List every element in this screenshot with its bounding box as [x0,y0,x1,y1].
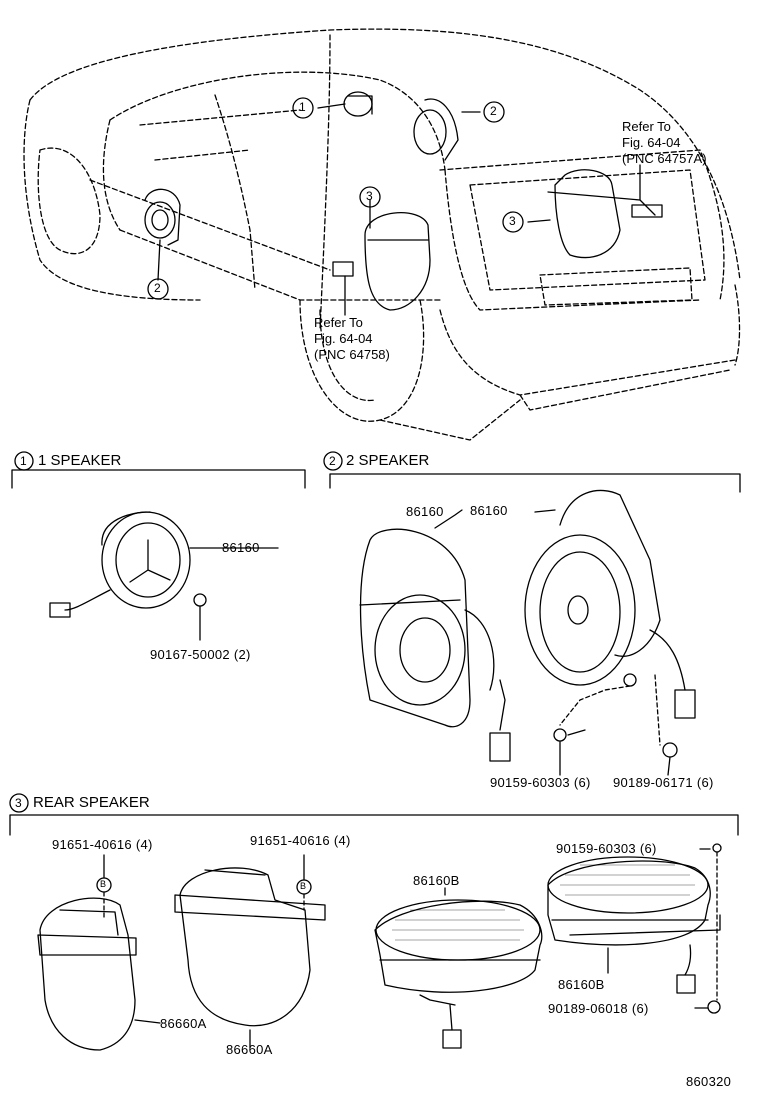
ref-top-line1: Refer To [622,119,671,134]
part-90159-60303-b: 90159-60303 (6) [556,841,657,856]
part-90167-50002: 90167-50002 (2) [150,647,251,662]
rear-speaker-left2-drawing [134,854,326,1049]
ref-top-line3: (PNC 64757A) [622,151,707,166]
ref-mid-line3: (PNC 64758) [314,347,390,362]
part-90189-06171: 90189-06171 (6) [613,775,714,790]
part-91651-40616-left: 91651-40616 (4) [52,837,153,852]
diagram-code: 860320 [686,1074,732,1089]
rear-speaker-86160B-left-drawing [374,887,543,1049]
overview-speaker-c-pillar [413,98,459,161]
overview-bracket-mid [332,261,354,277]
overview-rear-speaker-right [547,169,663,259]
part-86160-speaker2-right: 86160 [470,503,508,518]
ref-top-line2: Fig. 64-04 [622,135,681,150]
callout-2-overview-door: 2 [154,281,161,295]
speaker-1-drawing [49,511,279,641]
ref-mid-line1: Refer To [314,315,363,330]
overview-tweeter [343,91,373,117]
rear-speaker-left-drawing [37,854,137,1051]
part-86660A-right: 86660A [226,1042,273,1057]
part-91651-40616-right: 91651-40616 (4) [250,833,351,848]
rear-speaker-86160B-right-drawing [547,843,722,1014]
part-86160-speaker1: 86160 [222,540,260,555]
speaker-2-right-drawing [524,489,696,776]
section-2-title: 2 SPEAKER [346,452,430,469]
bolt-mark-b-right: B [300,881,307,891]
part-86160B-left: 86160B [413,873,460,888]
section-1-number: 1 [20,454,27,468]
bolt-mark-b-left: B [100,879,107,889]
speaker-2-left-drawing [359,509,511,762]
callout-3-overview-right: 3 [509,214,516,228]
ref-mid-line2: Fig. 64-04 [314,331,373,346]
part-90189-06018: 90189-06018 (6) [548,1001,649,1016]
section-3-title: REAR SPEAKER [33,794,150,811]
section-3-frame [9,814,739,836]
part-86660A-left: 86660A [160,1016,207,1031]
overview-speaker-front-door [144,188,181,246]
section-1-title: 1 SPEAKER [38,452,122,469]
section-1-frame [11,469,306,489]
section-2-number: 2 [329,454,336,468]
car-outline [23,28,741,441]
overview-rear-speaker-left [364,212,431,311]
part-86160-speaker2-left: 86160 [406,504,444,519]
part-86160B-right: 86160B [558,977,605,992]
callout-2-overview-top: 2 [490,104,497,118]
callout-1-overview: 1 [299,100,306,114]
section-2-frame [329,473,741,493]
callout-3-overview-left: 3 [366,189,373,203]
part-90159-60303-a: 90159-60303 (6) [490,775,591,790]
section-3-number: 3 [15,796,22,810]
